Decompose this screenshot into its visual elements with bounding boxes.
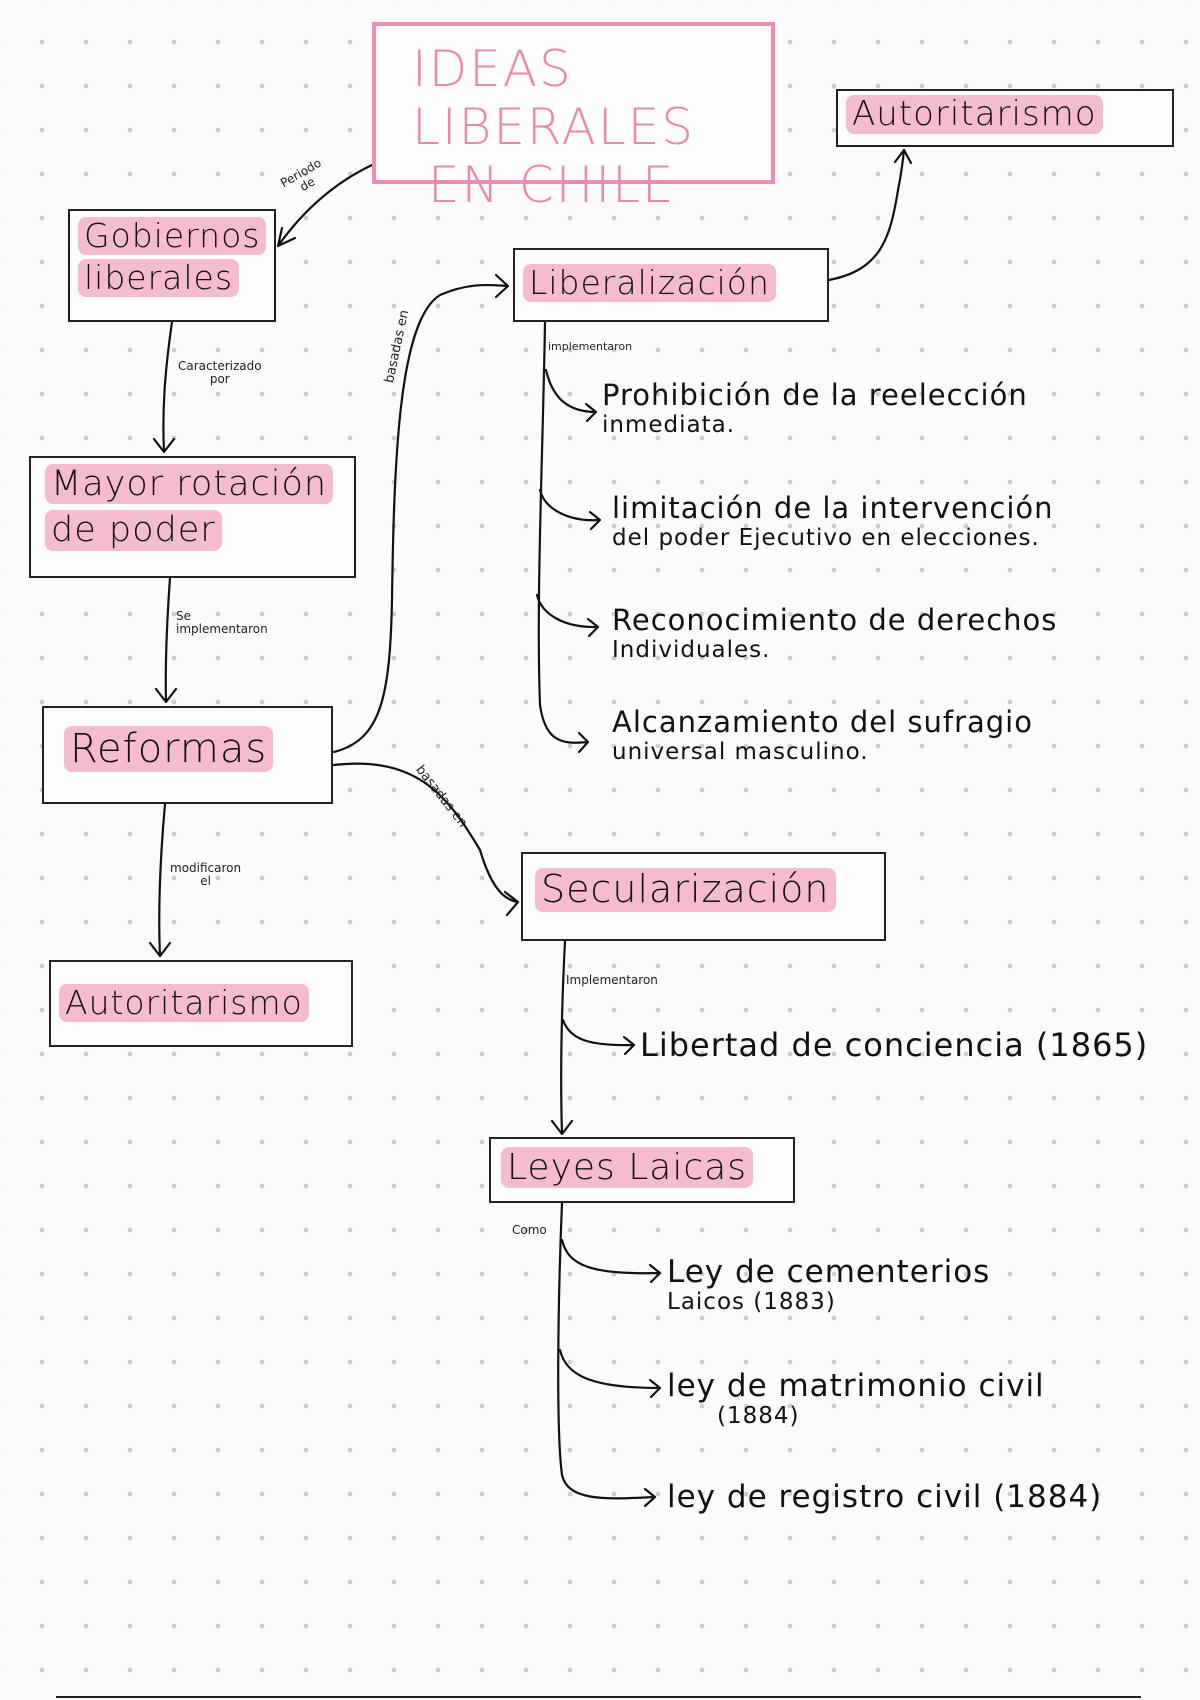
arrow-reformas-to-secularizacion [332, 762, 520, 917]
list-item-libertad-conciencia: Libertad de conciencia (1865) [640, 1026, 1149, 1064]
list-item-sufragio: Alcanzamiento del sufragio universal mas… [612, 707, 1033, 767]
node-label: Mayor rotación [45, 464, 334, 505]
edge-label-modificaron: modificaron el [170, 862, 241, 888]
list-item-limitacion: limitación de la intervención del poder … [612, 493, 1054, 553]
list-item-ley-registro: ley de registro civil (1884) [667, 1479, 1103, 1515]
label-text: implementaron [176, 622, 268, 636]
page-bottom-rule [56, 1696, 1141, 1698]
label-text: modificaron [170, 861, 242, 875]
edge-label-se-implementaron: Se implementaron [176, 610, 268, 636]
branch-leyes [557, 1201, 657, 1508]
label-text: Se [176, 609, 191, 623]
item-text: Laicos (1883) [667, 1289, 836, 1315]
node-gobiernos-liberales: Gobiernos liberales [68, 209, 276, 322]
title-box: IDEAS LIBERALES EN CHILE [372, 22, 775, 214]
item-text: inmediata. [602, 412, 736, 438]
arrow-gobiernos-to-rotacion [152, 320, 176, 454]
list-item-prohibicion: Prohibición de la reelección inmediata. [602, 380, 1028, 440]
item-text: Individuales. [612, 637, 771, 663]
node-label: de poder [45, 510, 222, 551]
label-text: Caracterizado [178, 359, 262, 373]
arrow-title-to-gobiernos [276, 163, 374, 248]
node-label: liberales [78, 258, 240, 297]
item-text: ley de matrimonio civil [667, 1368, 1045, 1404]
node-label: Autoritarismo [59, 984, 309, 1022]
node-mayor-rotacion: Mayor rotación de poder [29, 456, 356, 578]
node-autoritarismo-top: Autoritarismo [836, 89, 1174, 147]
node-label: Gobiernos [78, 217, 267, 255]
edge-label-implementaron-sec: Implementaron [566, 973, 658, 987]
arrow-rotacion-to-reformas [154, 576, 178, 704]
item-text: Reconocimiento de derechos [612, 603, 1058, 637]
arrow-reformas-to-autoritarismo [148, 802, 172, 958]
list-item-ley-cementerios: Ley de cementerios Laicos (1883) [667, 1257, 990, 1317]
node-reformas: Reformas [42, 706, 333, 804]
item-text: (1884) [717, 1403, 800, 1429]
node-liberalizacion: Liberalización [513, 248, 829, 322]
edge-label-como: Como [512, 1223, 547, 1237]
item-text: Libertad de conciencia (1865) [640, 1026, 1149, 1064]
node-autoritarismo-bottom: Autoritarismo [49, 960, 353, 1047]
node-secularizacion: Secularización [521, 852, 886, 941]
edge-label-caracterizado: Caracterizado por [178, 360, 262, 386]
branch-secularizacion [550, 939, 574, 1136]
item-text: Alcanzamiento del sufragio [612, 705, 1033, 739]
branch-liberalizacion [537, 320, 590, 744]
label-text: el [200, 874, 211, 888]
node-label: Reformas [64, 726, 274, 772]
item-text: del poder Ejecutivo en elecciones. [612, 525, 1040, 551]
item-text: Ley de cementerios [667, 1254, 991, 1290]
edge-label-implementaron-lib: implementaron [548, 340, 633, 353]
label-text: por [209, 372, 230, 386]
node-label: Liberalización [523, 264, 776, 302]
list-item-ley-matrimonio: ley de matrimonio civil (1884) [667, 1371, 1045, 1431]
item-text: limitación de la intervención [612, 491, 1054, 525]
arrow-liberalizacion-to-autoritarismo [827, 148, 913, 282]
item-text: universal masculino. [612, 739, 869, 765]
node-leyes-laicas: Leyes Laicas [489, 1137, 795, 1203]
title-line1: IDEAS LIBERALES [412, 40, 696, 156]
node-label: Secularización [535, 867, 836, 912]
title-line2: EN CHILE [428, 156, 676, 214]
list-item-reconocimiento: Reconocimiento de derechos Individuales. [612, 605, 1057, 665]
node-label: Autoritarismo [846, 94, 1103, 135]
item-text: ley de registro civil (1884) [667, 1479, 1103, 1515]
arrow-reformas-to-liberalizacion [332, 273, 510, 754]
node-label: Leyes Laicas [501, 1147, 753, 1189]
item-text: Prohibición de la reelección [602, 378, 1028, 412]
